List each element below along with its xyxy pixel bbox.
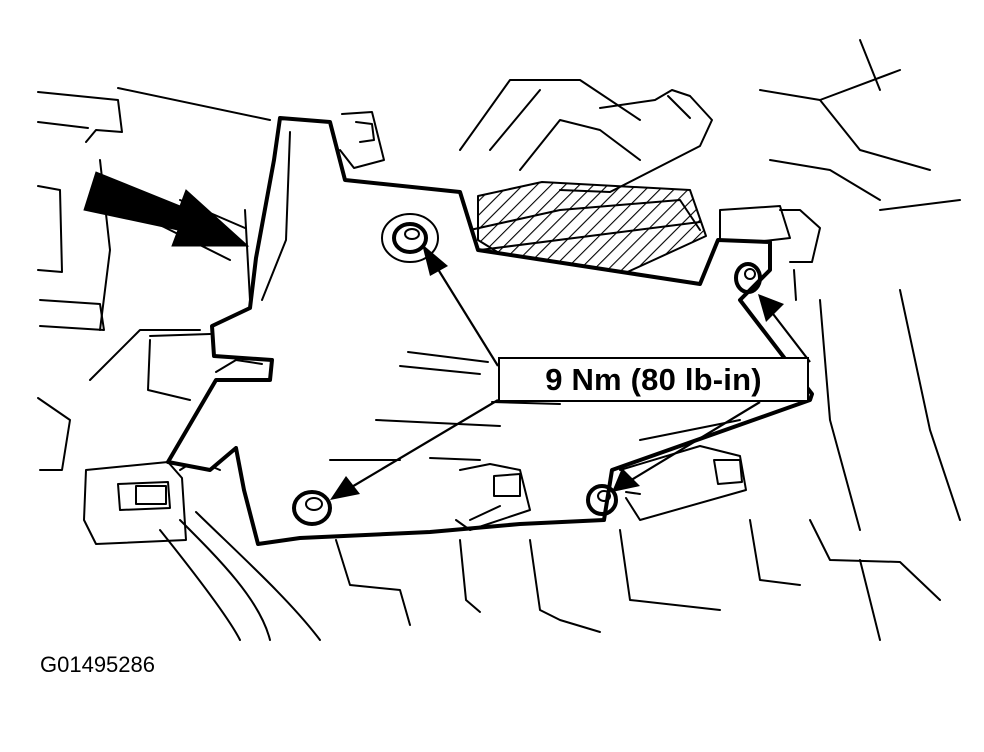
main-bracket (166, 116, 814, 546)
torque-callout: 9 Nm (80 lb-in) (498, 357, 809, 402)
lower-tabs (455, 445, 747, 531)
arrowhead-upper-right (758, 294, 784, 322)
bracket-details (147, 111, 741, 461)
bolt-upper-left (381, 213, 439, 263)
arrowhead-upper-left (422, 244, 448, 276)
pointer-arrow-icon (83, 171, 250, 247)
torque-value-text: 9 Nm (80 lb-in) (545, 361, 762, 397)
left-mount-block (83, 459, 221, 545)
bolt-lower-right (586, 484, 618, 516)
figure-id: G01495286 (40, 652, 155, 677)
arrowhead-lower-right (612, 468, 640, 492)
lower-cables (159, 511, 941, 641)
leader-lines (349, 265, 811, 489)
arrowhead-lower-left (330, 476, 360, 500)
hatched-channel (477, 181, 707, 281)
bolt-upper-right (734, 262, 762, 294)
bolt-lower-left (292, 490, 332, 526)
